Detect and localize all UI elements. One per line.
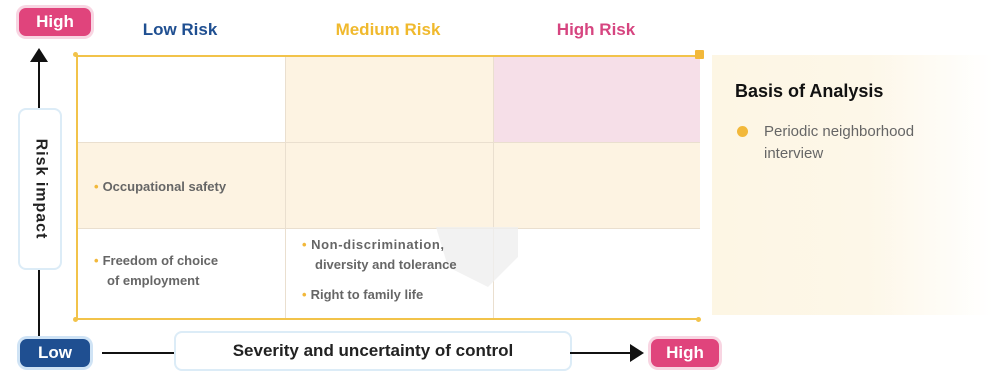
corner-dot — [73, 52, 78, 57]
y-axis-arrow-icon — [30, 48, 48, 62]
cell-medium-high — [286, 57, 494, 143]
corner-square — [695, 50, 704, 59]
cell-high-high — [494, 57, 700, 143]
y-axis-line — [38, 60, 40, 110]
bullet-icon: • — [302, 237, 308, 252]
cell-low-low — [78, 229, 286, 318]
x-axis-high-label: High — [651, 339, 719, 367]
x-axis-line — [102, 352, 176, 354]
bullet-icon: • — [94, 253, 99, 268]
risk-matrix: •Occupational safety •Freedom of choice … — [76, 55, 700, 320]
y-axis-title: Risk impact — [18, 108, 62, 270]
column-header-low: Low Risk — [142, 20, 218, 39]
y-axis-line — [38, 268, 40, 340]
bullet-icon: • — [94, 179, 99, 194]
cell-medium-medium — [286, 143, 494, 229]
column-header-medium: Medium Risk — [335, 20, 441, 39]
cell-low-high — [78, 57, 286, 143]
panel-title: Basis of Analysis — [735, 81, 884, 101]
x-axis-low-label: Low — [20, 339, 90, 367]
cell-high-medium — [494, 143, 700, 229]
y-axis-high-label: High — [19, 8, 91, 36]
list-item-non-discrimination: •Non-discrimination, diversity and toler… — [302, 237, 457, 272]
list-item-freedom-of-choice: •Freedom of choice of employment — [94, 253, 219, 288]
x-axis-title: Severity and uncertainty of control — [174, 331, 572, 371]
cell-high-low — [494, 229, 700, 318]
x-axis-line — [570, 352, 632, 354]
corner-dot — [73, 317, 78, 322]
cell-low-medium — [78, 143, 286, 229]
column-header-high: High Risk — [556, 20, 636, 39]
list-item-occupational-safety: •Occupational safety — [94, 179, 227, 194]
corner-dot — [696, 317, 701, 322]
bullet-icon — [737, 126, 748, 137]
list-item-family-life: •Right to family life — [302, 287, 424, 302]
decorative-shape — [436, 227, 518, 287]
bullet-icon: • — [302, 287, 307, 302]
x-axis-arrow-icon — [630, 344, 644, 362]
